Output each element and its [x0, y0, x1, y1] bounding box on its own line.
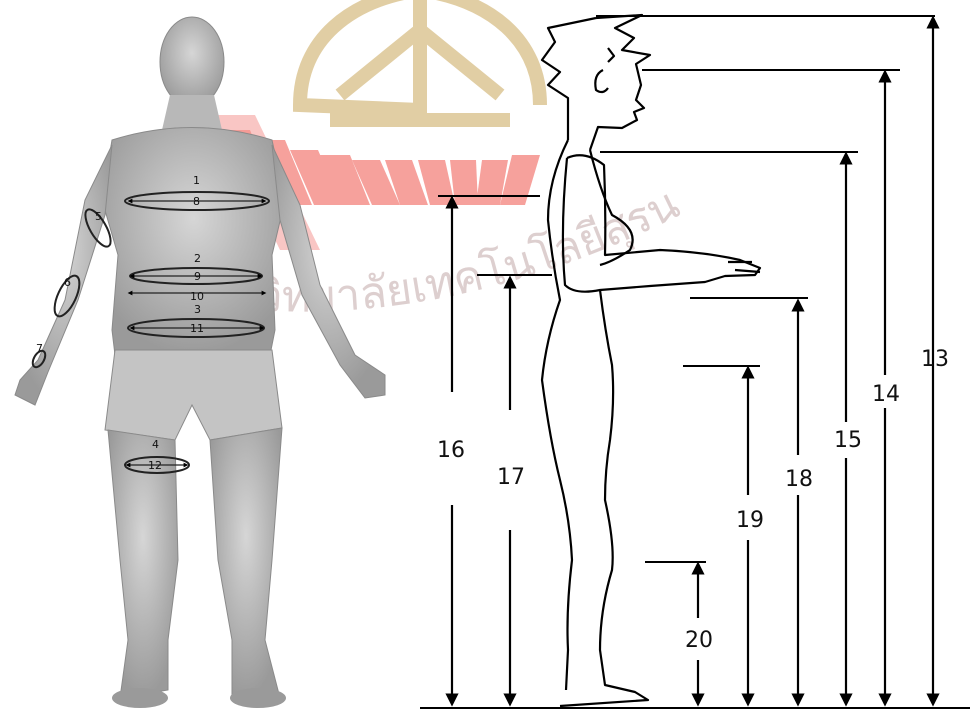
front-body-scan	[15, 17, 385, 708]
label-9: 9	[194, 270, 201, 283]
label-18: 18	[785, 467, 813, 492]
logo-leaf-shape	[300, 0, 540, 125]
label-4: 4	[152, 438, 159, 451]
label-19: 19	[736, 508, 764, 533]
label-5: 5	[95, 210, 102, 223]
label-20: 20	[685, 628, 713, 653]
label-3: 3	[194, 303, 201, 316]
label-14: 14	[872, 382, 900, 407]
label-13: 13	[921, 347, 949, 372]
label-1: 1	[193, 174, 200, 187]
label-6: 6	[64, 276, 71, 289]
label-16: 16	[437, 438, 465, 463]
side-labels: 13 14 15 16 17 18 19 20	[437, 347, 949, 653]
label-2: 2	[194, 252, 201, 265]
measurement-arrows	[452, 22, 933, 700]
label-10: 10	[190, 290, 204, 303]
label-12: 12	[148, 459, 162, 472]
label-8: 8	[193, 195, 200, 208]
label-17: 17	[497, 465, 525, 490]
label-7: 7	[36, 342, 43, 355]
side-body-outline	[542, 15, 760, 706]
label-15: 15	[834, 428, 862, 453]
university-logo-watermark: มหาวิทยาลัยเทคโนโลยีสุรนารี	[0, 0, 687, 323]
label-11: 11	[190, 322, 204, 335]
